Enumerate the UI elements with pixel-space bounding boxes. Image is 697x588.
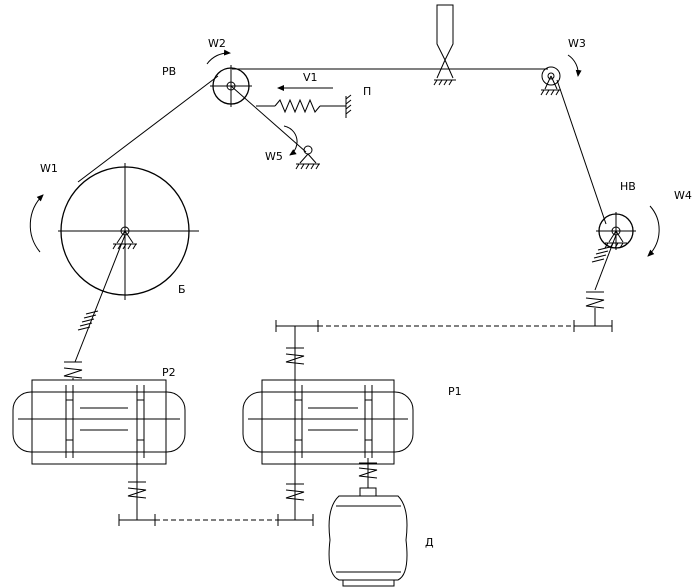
- motor-d: [328, 458, 408, 587]
- label-nv: НВ: [620, 180, 636, 193]
- label-p: П: [363, 85, 371, 98]
- tape-path: [77, 68, 607, 225]
- label-w3: W3: [568, 37, 586, 50]
- p1-lower-coupling: [285, 483, 305, 501]
- lower-shaft: [118, 514, 314, 526]
- label-d: Д: [425, 536, 434, 549]
- p2-output-coupling: [127, 481, 147, 520]
- upper-shaft: [275, 320, 613, 332]
- label-p2: Р2: [162, 366, 176, 379]
- guide-roller-w3: [540, 54, 582, 96]
- knife: [433, 4, 456, 86]
- reducer-p1: [242, 326, 414, 520]
- pressure-mechanism: [230, 85, 352, 170]
- label-p1: Р1: [448, 385, 462, 398]
- label-v1: V1: [303, 71, 318, 84]
- label-w2: W2: [208, 37, 226, 50]
- roller-nv: [585, 205, 660, 326]
- label-w1: W1: [40, 162, 58, 175]
- drum-b: [29, 163, 199, 300]
- label-rv: РВ: [162, 65, 176, 78]
- label-b: Б: [178, 283, 186, 296]
- reducer-p2: [12, 379, 186, 505]
- labels: W1 W2 W3 W4 W5 V1 РВ НВ П Б Р2 Р1 Д: [40, 37, 692, 549]
- drum-drive-shaft: [63, 234, 126, 388]
- label-w4: W4: [674, 189, 692, 202]
- label-w5: W5: [265, 150, 283, 163]
- p1-input-coupling: [285, 347, 305, 365]
